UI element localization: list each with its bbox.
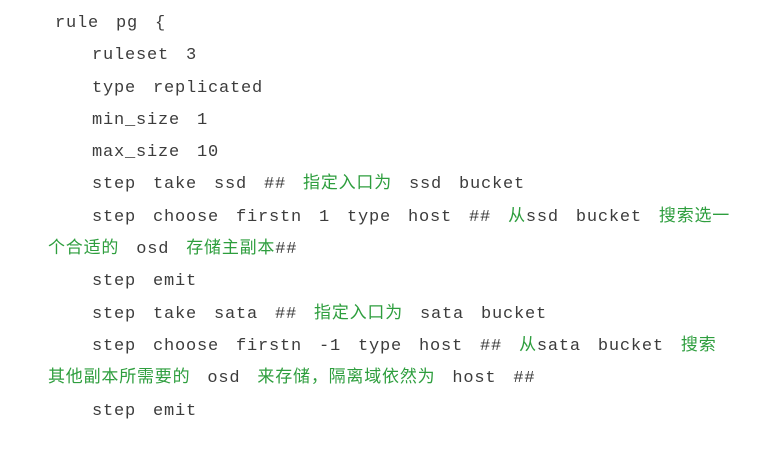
crush-rule-code-block: rule pg { ruleset 3 type replicated min_siz… [0, 8, 778, 428]
code-line: step choose firstn -1 type host ## 从sata… [0, 331, 778, 363]
code-line: step emit [0, 266, 778, 298]
comment-segment: 个合适的 [48, 240, 120, 260]
code-segment: step take ssd ## [92, 175, 304, 195]
code-line: rule pg { [0, 8, 778, 40]
comment-segment: 搜索选一 [658, 207, 731, 227]
comment-segment: 搜索 [680, 336, 717, 356]
code-segment: min_size 1 [92, 110, 209, 130]
code-segment: ## [275, 240, 298, 260]
code-segment: step choose firstn -1 type host ## [92, 336, 520, 356]
comment-segment: 来存储，隔离域依然为 [257, 369, 436, 389]
code-line: step take ssd ## 指定入口为 ssd bucket [0, 169, 778, 201]
code-segment: step emit [92, 272, 198, 292]
code-line: step emit [0, 396, 778, 428]
code-segment: step choose firstn 1 type host ## [92, 207, 509, 227]
code-segment: ssd bucket [525, 207, 659, 227]
comment-segment: 指定入口为 [303, 175, 393, 195]
comment-segment: 从 [508, 207, 526, 227]
code-line: max_size 10 [0, 137, 778, 169]
code-segment: osd [119, 240, 187, 260]
code-segment: step emit [92, 401, 198, 421]
code-segment: max_size 10 [92, 143, 220, 163]
code-line: step take sata ## 指定入口为 sata bucket [0, 299, 778, 331]
code-line: 其他副本所需要的 osd 来存储，隔离域依然为 host ## [0, 363, 778, 395]
code-line: min_size 1 [0, 105, 778, 137]
comment-segment: 存储主副本 [186, 240, 276, 260]
code-line: 个合适的 osd 存储主副本## [0, 234, 778, 266]
code-segment: step take sata ## [92, 304, 315, 324]
code-segment: sata bucket [536, 336, 681, 356]
comment-segment: 其他副本所需要的 [48, 369, 191, 389]
code-segment: sata bucket [403, 304, 548, 324]
code-line: type replicated [0, 73, 778, 105]
code-line: ruleset 3 [0, 40, 778, 72]
code-segment: host ## [435, 369, 536, 389]
comment-segment: 从 [519, 336, 537, 356]
code-segment: ruleset 3 [92, 46, 198, 66]
comment-segment: 指定入口为 [314, 304, 404, 324]
code-segment: rule pg { [55, 14, 167, 33]
code-line: step choose firstn 1 type host ## 从ssd b… [0, 202, 778, 234]
code-segment: osd [190, 369, 258, 389]
code-segment: type replicated [92, 78, 264, 98]
code-segment: ssd bucket [392, 175, 526, 195]
